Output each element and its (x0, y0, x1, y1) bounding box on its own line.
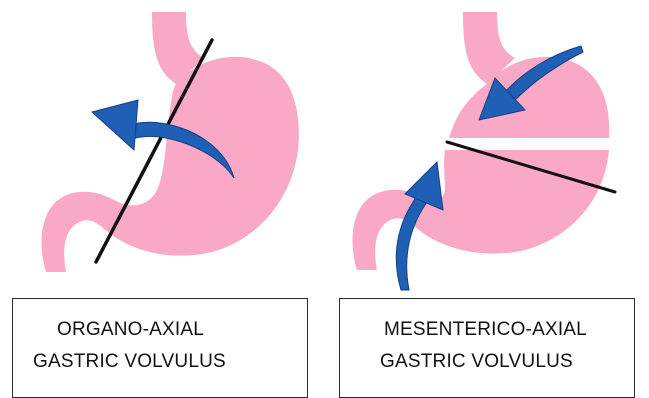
stomach-shape (42, 12, 299, 272)
organo-axial-panel: ORGANO-AXIAL GASTRIC VOLVULUS (0, 0, 324, 389)
mesenterico-axial-illustration (325, 0, 649, 300)
organo-axial-caption-line1: ORGANO-AXIAL (57, 319, 204, 341)
stomach-body (42, 57, 299, 272)
organo-axial-caption-box: ORGANO-AXIAL GASTRIC VOLVULUS (12, 298, 308, 398)
mesenterico-axial-caption-box: MESENTERICO-AXIAL GASTRIC VOLVULUS (339, 298, 635, 398)
mesenterico-axial-caption-line1: MESENTERICO-AXIAL (384, 319, 587, 341)
mesenterico-axial-caption-line2: GASTRIC VOLVULUS (380, 351, 573, 373)
mesenterico-axial-panel: MESENTERICO-AXIAL GASTRIC VOLVULUS (325, 0, 649, 389)
organo-axial-caption-line2: GASTRIC VOLVULUS (33, 351, 226, 373)
organo-axial-illustration (0, 0, 324, 300)
stomach-lower (353, 150, 609, 270)
